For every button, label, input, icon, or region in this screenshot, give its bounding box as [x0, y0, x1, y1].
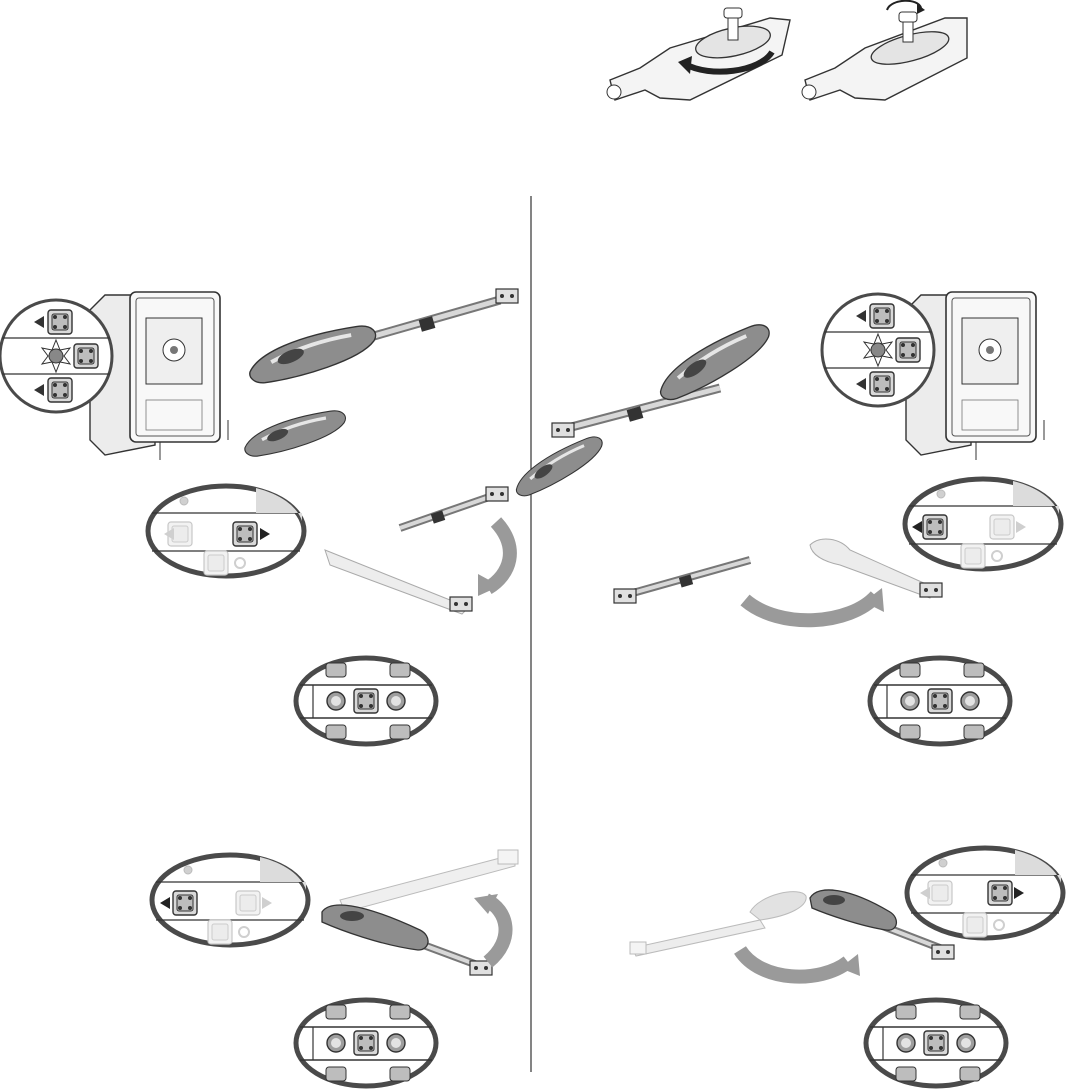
center-button-detail: [296, 658, 436, 744]
arm-close-right-icon: [630, 890, 954, 977]
key-release-icon: [607, 8, 790, 100]
opener-arm-icon: [246, 289, 518, 384]
button-zoom-detail: [0, 300, 112, 412]
right-arrow-button-detail: [148, 486, 304, 576]
center-button-detail: [296, 1000, 436, 1086]
right-arrow-button-detail: [907, 848, 1063, 938]
key-lock-icon: [802, 1, 967, 100]
left-arrow-button-detail: [905, 479, 1061, 569]
center-button-detail: [870, 658, 1010, 744]
left-arrow-button-detail: [152, 855, 308, 945]
button-zoom-detail: [822, 294, 934, 406]
control-box-icon: [90, 292, 228, 460]
opener-arm-icon: [552, 322, 780, 437]
arm-close-left-icon: [322, 850, 518, 975]
arm-open-left-icon: [508, 434, 942, 620]
center-button-detail: [866, 1000, 1006, 1086]
